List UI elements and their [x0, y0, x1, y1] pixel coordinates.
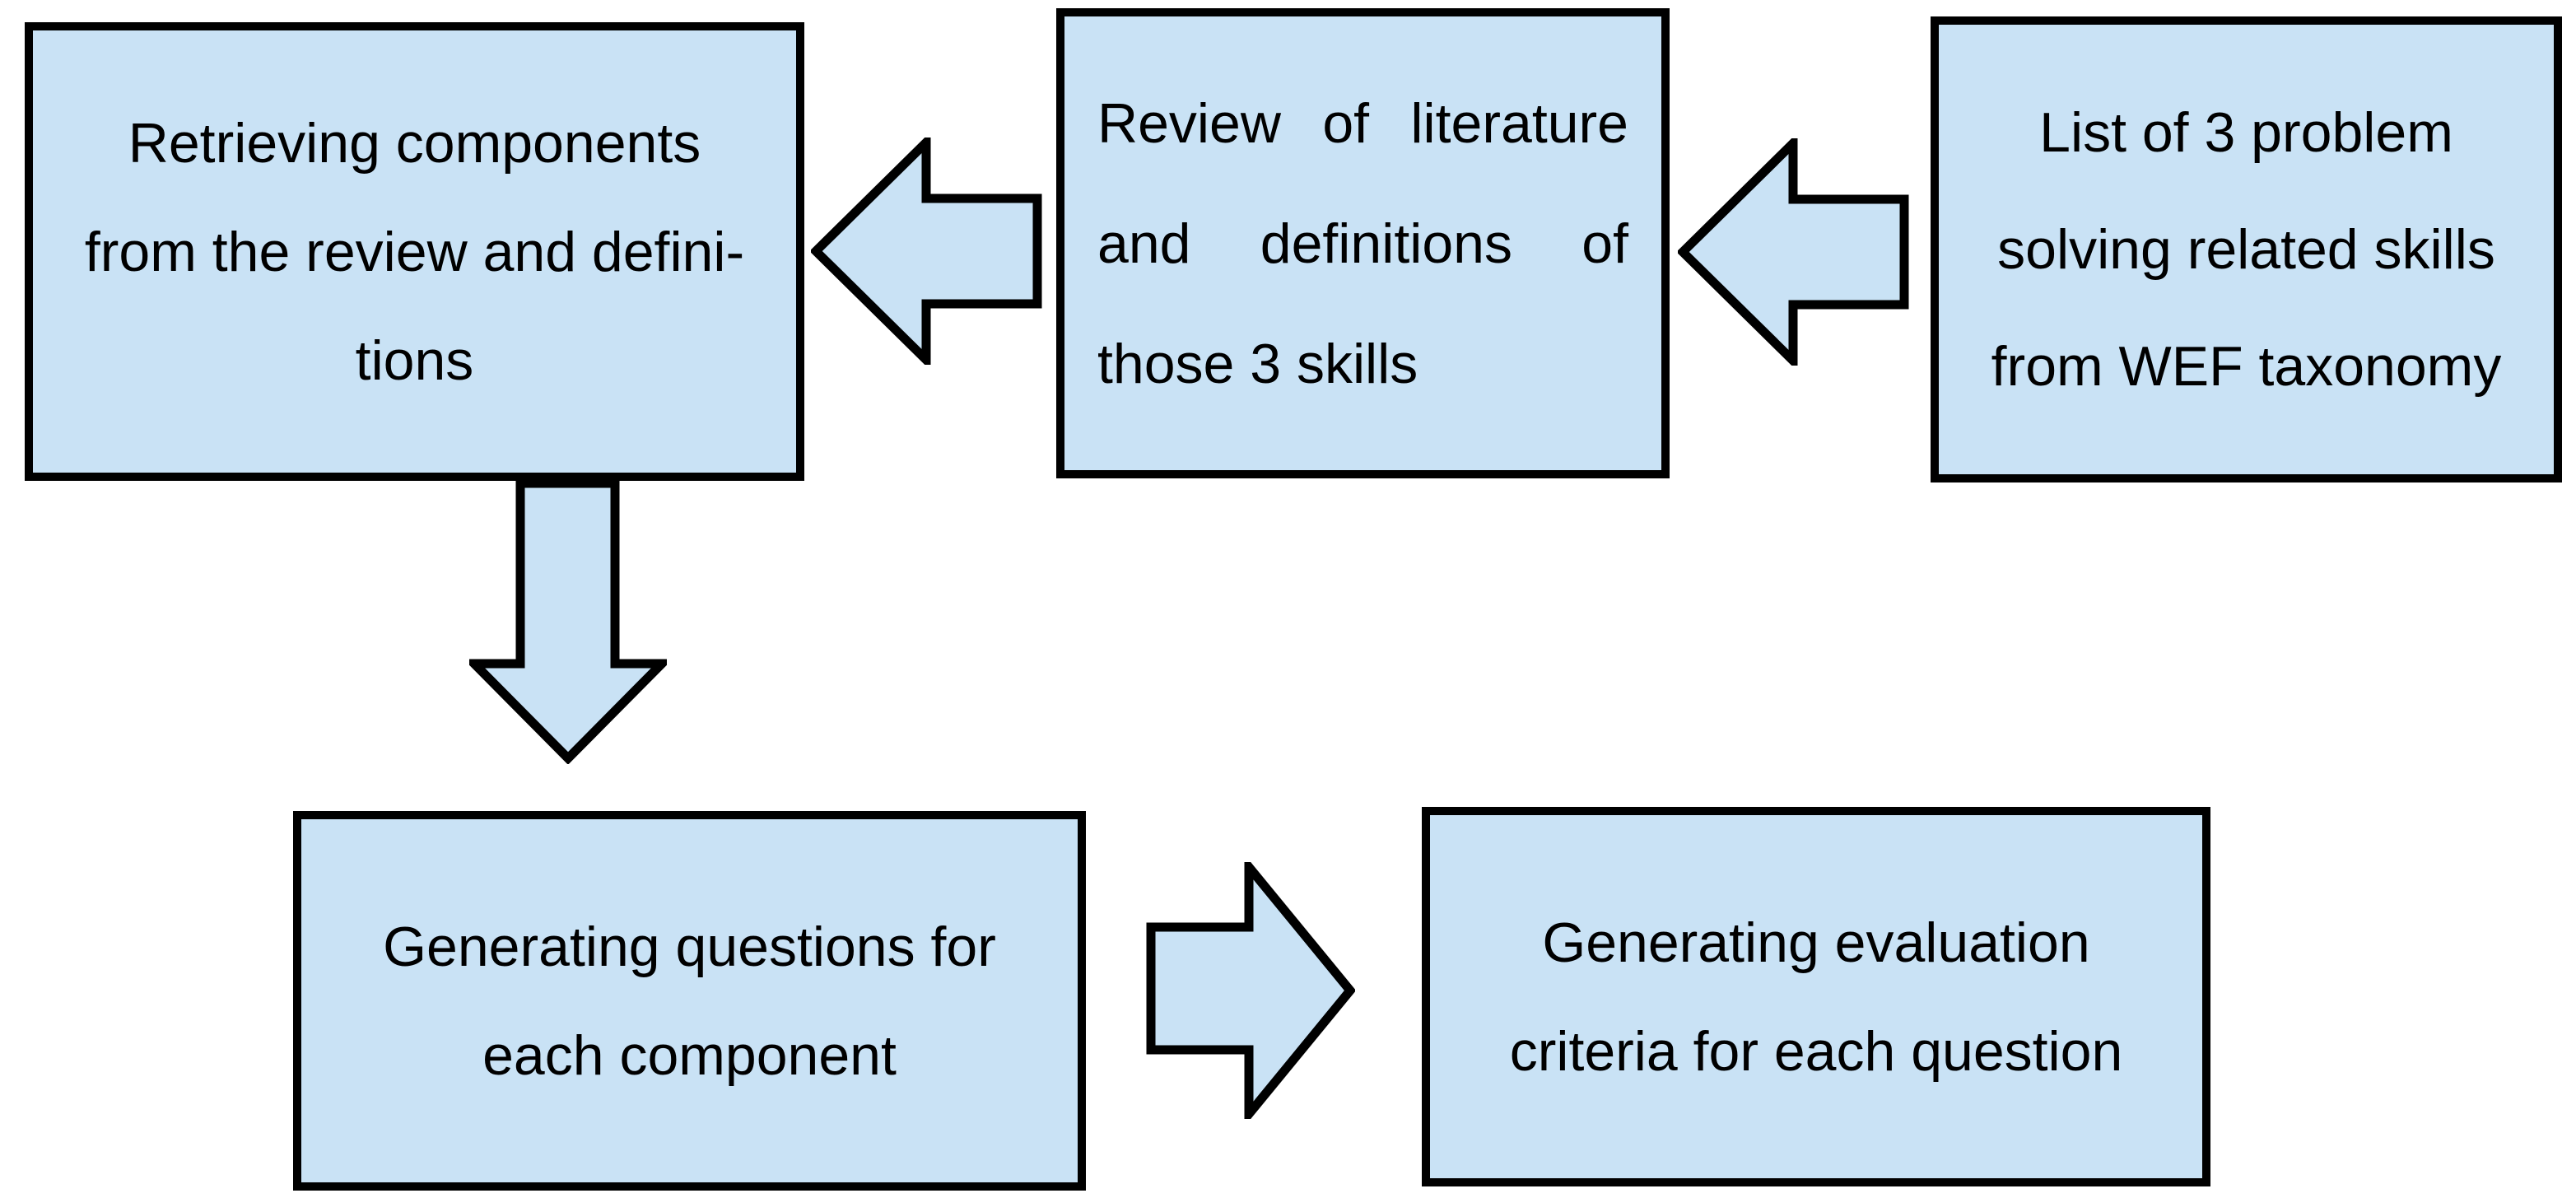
left-arrow-shape [1678, 138, 1909, 366]
flow-box-generating-questions: Generating questions for each component [293, 811, 1086, 1191]
flow-box-wef-skill-list: List of 3 problem solving related skills… [1931, 16, 2562, 482]
flow-box-retrieving-components: Retrieving components from the review an… [25, 22, 804, 481]
box-line: those 3 skills [1097, 332, 1418, 395]
box-line: criteria for each question [1509, 1019, 2123, 1083]
down-arrow-shape [469, 480, 667, 764]
box-line: Retrieving components [128, 111, 701, 175]
right-arrow-icon [1146, 862, 1355, 1119]
box-line: tions [355, 329, 474, 392]
box-line: Generating questions for [383, 915, 996, 978]
box-line: from WEF taxonomy [1991, 335, 2502, 398]
box-line: and definitions of [1097, 212, 1628, 275]
box-line: solving related skills [1997, 218, 2495, 281]
flow-box-literature-review: Review of literature and definitions of … [1056, 8, 1670, 478]
box-line: List of 3 problem [2039, 101, 2453, 164]
flow-box-generating-criteria: Generating evaluation criteria for each … [1422, 807, 2210, 1186]
left-arrow-icon [1678, 138, 1909, 366]
box-line: Generating evaluation [1542, 911, 2090, 974]
box-line: from the review and defini- [84, 220, 745, 283]
down-arrow-icon [469, 480, 667, 764]
left-arrow-shape [811, 138, 1042, 365]
box-line: each component [482, 1023, 897, 1087]
left-arrow-icon [811, 138, 1042, 365]
right-arrow-shape [1146, 862, 1355, 1119]
box-line: Review of literature [1097, 91, 1628, 155]
